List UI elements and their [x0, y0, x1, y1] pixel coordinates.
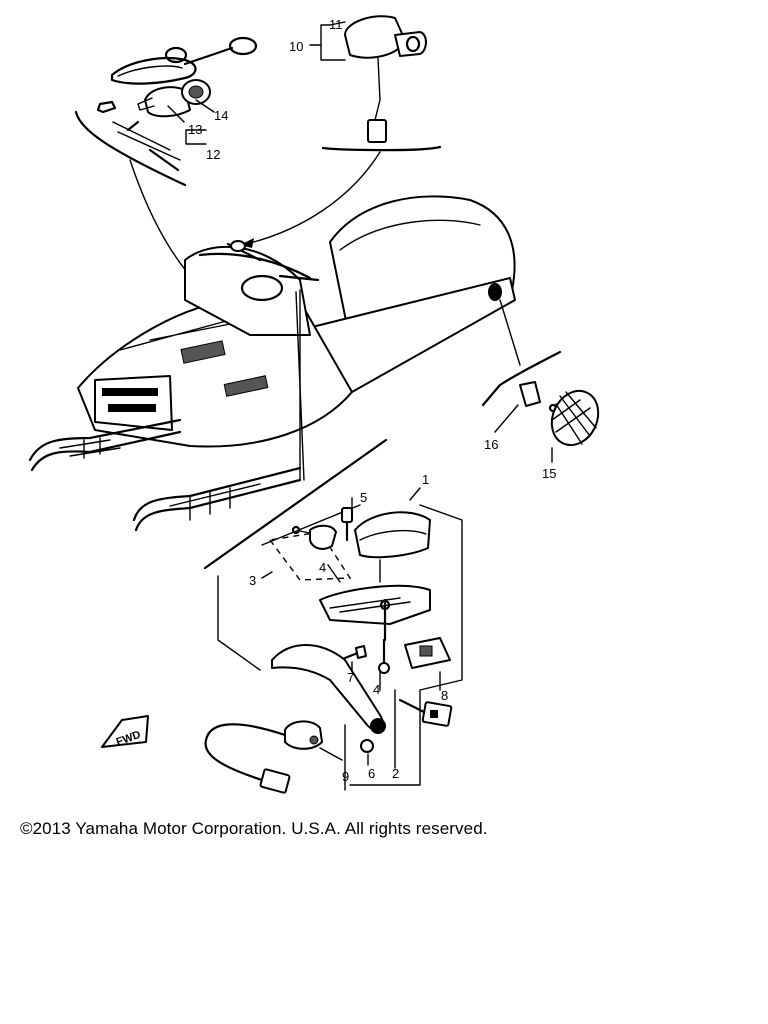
copyright-notice: ©2013 Yamaha Motor Corporation. U.S.A. A…: [20, 819, 488, 838]
callout-15: 15: [542, 466, 556, 481]
switch-group: 11 10: [289, 15, 442, 152]
callout-5: 5: [360, 490, 367, 505]
snowmobile-illustration: [28, 195, 516, 532]
ignition-key-group: 13 14 12: [74, 36, 258, 187]
callout-6: 6: [368, 766, 375, 781]
callout-9: 9: [342, 769, 349, 784]
tail-light-group: 16 15: [481, 299, 600, 481]
callout-4: 4: [373, 682, 380, 697]
callout-10: 10: [289, 39, 303, 54]
leader-handle-right: [295, 291, 305, 481]
callout-14: 14: [214, 108, 228, 123]
callout-2: 2: [392, 766, 399, 781]
callout-8: 8: [441, 688, 448, 703]
callout-7: 7: [347, 670, 354, 685]
callout-3: 3: [249, 573, 256, 588]
forward-direction-icon: FWD: [101, 715, 149, 749]
callout-12: 12: [206, 147, 220, 162]
callout-13: 13: [188, 122, 202, 137]
leader-switch-to-handle: [249, 151, 381, 244]
callout-11: 11: [329, 17, 343, 32]
throttle-lever-group: 1 5 3 4 7 4 8 9 6 2: [203, 438, 463, 794]
callout-1: 1: [422, 472, 429, 487]
callout-16: 16: [484, 437, 498, 452]
callout-4a: 4: [319, 560, 326, 575]
